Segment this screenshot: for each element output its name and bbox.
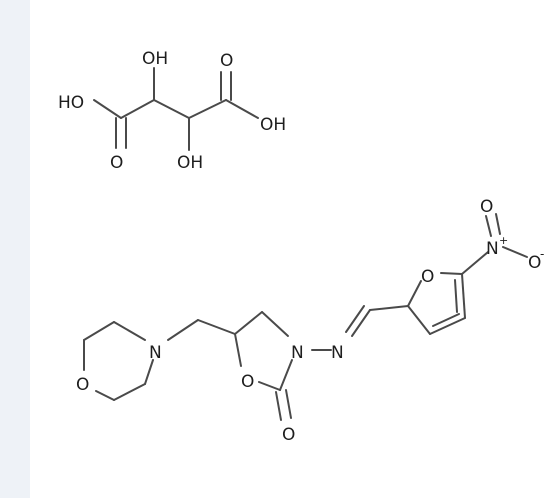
double-bond bbox=[485, 215, 492, 237]
bond bbox=[461, 273, 466, 319]
atom-label-oh: OH bbox=[177, 153, 203, 173]
bond bbox=[407, 280, 422, 307]
double-bond bbox=[285, 389, 292, 419]
bond bbox=[93, 99, 122, 119]
bond bbox=[95, 390, 115, 401]
double-bond bbox=[275, 391, 282, 421]
bond bbox=[440, 272, 463, 275]
structure-canvas bbox=[30, 0, 547, 498]
bond bbox=[188, 99, 227, 119]
charge-minus: - bbox=[540, 247, 544, 261]
bond bbox=[234, 311, 263, 335]
atom-label-o: O bbox=[480, 197, 493, 217]
bond bbox=[279, 359, 293, 391]
bond bbox=[144, 359, 154, 385]
atom-label-o: O bbox=[421, 267, 434, 287]
bond bbox=[429, 317, 466, 335]
bond bbox=[234, 333, 242, 367]
charge-plus: + bbox=[499, 234, 508, 247]
atom-label-o: O bbox=[110, 153, 123, 173]
atom-label-o: O bbox=[282, 425, 295, 445]
atom-label-n: N bbox=[486, 239, 499, 259]
bond bbox=[167, 319, 199, 341]
bond bbox=[502, 246, 528, 258]
bond bbox=[461, 251, 489, 275]
atom-label-o: O bbox=[528, 253, 541, 273]
atom-label-o: O bbox=[76, 375, 89, 395]
bond bbox=[113, 383, 146, 401]
double-bond bbox=[432, 313, 460, 327]
bond bbox=[369, 305, 409, 311]
bond bbox=[120, 99, 155, 119]
bond bbox=[197, 319, 236, 335]
atom-label-n: N bbox=[291, 343, 304, 363]
nitrofuran-oxazolidinone-molecule: O N + O - O N N N O O O bbox=[76, 197, 544, 445]
atom-label-oh: OH bbox=[260, 115, 286, 135]
atom-label-oh: OH bbox=[142, 49, 168, 69]
bond bbox=[83, 321, 115, 341]
left-margin-strip bbox=[0, 0, 30, 498]
atom-label-ho: HO bbox=[58, 93, 84, 113]
double-bond bbox=[495, 213, 501, 235]
bond bbox=[113, 321, 146, 341]
bond bbox=[153, 99, 190, 119]
double-bond bbox=[345, 305, 365, 333]
atom-label-o: O bbox=[220, 51, 233, 71]
atom-label-n: N bbox=[331, 343, 344, 363]
atom-label-n: N bbox=[149, 343, 162, 363]
bond bbox=[407, 305, 431, 335]
double-bond bbox=[454, 279, 458, 313]
tartaric-acid-molecule: OH HO O OH O OH bbox=[58, 49, 286, 173]
bond bbox=[225, 99, 259, 119]
bond bbox=[261, 311, 289, 337]
bond bbox=[258, 381, 281, 391]
bond bbox=[351, 309, 371, 337]
atom-label-o: O bbox=[241, 372, 254, 392]
